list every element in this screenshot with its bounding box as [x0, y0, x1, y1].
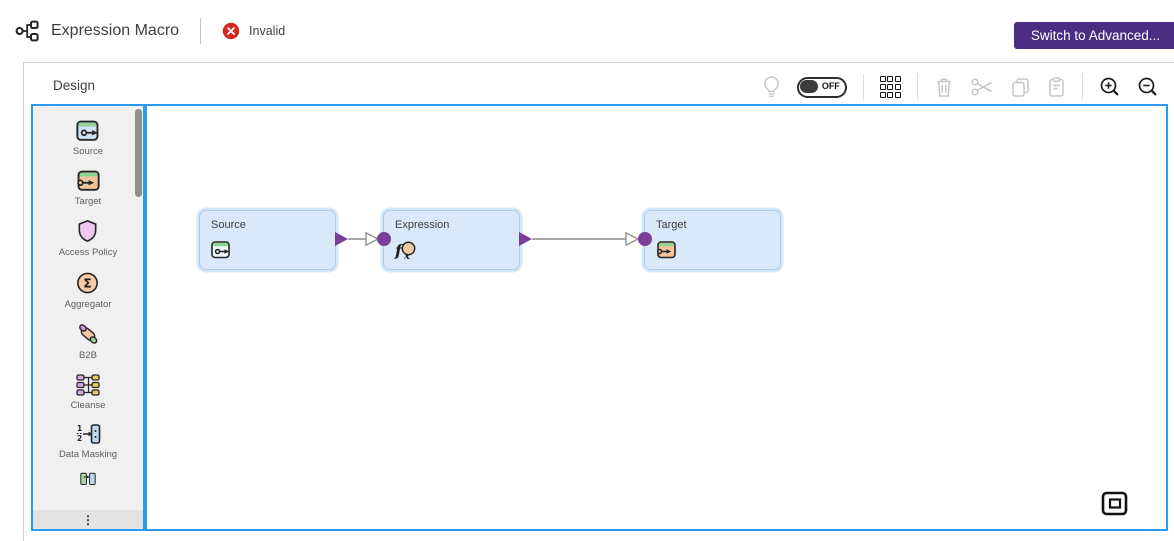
palette-item-label: B2B: [79, 350, 97, 361]
paste-icon[interactable]: [1047, 76, 1066, 99]
mapping-canvas[interactable]: Source Expression f x Target: [145, 104, 1168, 531]
palette-item-label: Cleanse: [70, 399, 106, 411]
palette-item-label: Data Masking: [58, 449, 118, 460]
design-tab-title: Design: [53, 78, 96, 93]
zoom-in-icon[interactable]: [1099, 76, 1121, 98]
palette-item-data-masking[interactable]: 1 2 Data Masking: [59, 422, 117, 460]
switch-to-advanced-button[interactable]: Switch to Advanced...: [1013, 22, 1174, 49]
minimap-icon[interactable]: [1101, 491, 1128, 516]
palette-item-label: Aggregator: [64, 298, 112, 310]
node-expression[interactable]: Expression f x: [383, 210, 520, 270]
design-toolbar: OFF: [762, 72, 1159, 102]
page-title: Expression Macro: [51, 22, 180, 39]
validation-toggle[interactable]: OFF: [796, 76, 847, 98]
svg-text:2: 2: [77, 434, 82, 443]
node-source[interactable]: Source: [199, 210, 336, 270]
toggle-state-label: OFF: [821, 80, 840, 91]
connection-links: [335, 231, 652, 247]
palette-item-aggregator[interactable]: Σ Aggregator: [64, 270, 112, 310]
trash-icon[interactable]: [934, 76, 954, 99]
grid-layout-icon[interactable]: [879, 76, 901, 98]
node-label: Expression: [395, 219, 450, 231]
palette-item-source[interactable]: Source: [73, 119, 103, 157]
aggregator-sigma-icon: Σ: [77, 272, 99, 293]
transformation-palette: Source Target Access Policy: [31, 104, 145, 531]
palette-item-list: Source Target Access Policy: [33, 106, 143, 487]
scissors-icon[interactable]: [970, 77, 994, 97]
toolbar-divider: [917, 74, 918, 100]
b2b-handshake-icon: [79, 324, 98, 344]
cleanse-nodes-icon: [76, 373, 100, 396]
node-label: Source: [211, 219, 246, 231]
header: Expression Macro Invalid Switch to Advan…: [0, 0, 1174, 62]
data-masking-icon: 1 2: [77, 424, 101, 444]
target-icon: [77, 170, 100, 191]
svg-text:Σ: Σ: [84, 275, 93, 290]
source-icon: [76, 120, 99, 141]
palette-more-button[interactable]: ⋮: [33, 510, 143, 529]
palette-item-target[interactable]: Target: [75, 169, 101, 207]
copy-icon[interactable]: [1010, 76, 1031, 99]
palette-scrollbar-thumb[interactable]: [135, 109, 142, 197]
palette-item-label: Target: [74, 195, 102, 207]
toolbar-divider: [862, 74, 864, 100]
validation-status: Invalid: [222, 22, 285, 40]
node-target[interactable]: Target: [644, 210, 781, 270]
palette-item-cleanse[interactable]: Cleanse: [70, 373, 106, 411]
error-circle-x-icon: [222, 22, 240, 40]
clipped-transformation-icon: [80, 472, 96, 485]
palette-item-label: Source: [72, 146, 104, 157]
palette-item-label: Access Policy: [58, 247, 118, 258]
design-panel: Design OFF: [23, 62, 1174, 541]
svg-text:1: 1: [77, 424, 82, 433]
node-label: Target: [656, 219, 687, 231]
target-icon: [656, 241, 676, 259]
header-divider: [200, 18, 202, 44]
palette-item-partial[interactable]: [75, 472, 101, 487]
lightbulb-icon[interactable]: [762, 75, 781, 100]
expression-fx-icon: f x: [394, 241, 416, 262]
zoom-out-icon[interactable]: [1137, 76, 1159, 98]
mapping-icon: [15, 20, 39, 42]
svg-text:x: x: [403, 251, 411, 262]
toolbar-divider: [1082, 74, 1083, 100]
svg-text:f: f: [394, 241, 405, 260]
access-policy-shield-icon: [78, 220, 97, 242]
palette-item-access-policy[interactable]: Access Policy: [58, 218, 118, 258]
palette-item-b2b[interactable]: B2B: [75, 321, 101, 361]
status-label: Invalid: [249, 24, 286, 38]
source-icon: [211, 241, 230, 259]
toggle-knob: [799, 79, 818, 93]
